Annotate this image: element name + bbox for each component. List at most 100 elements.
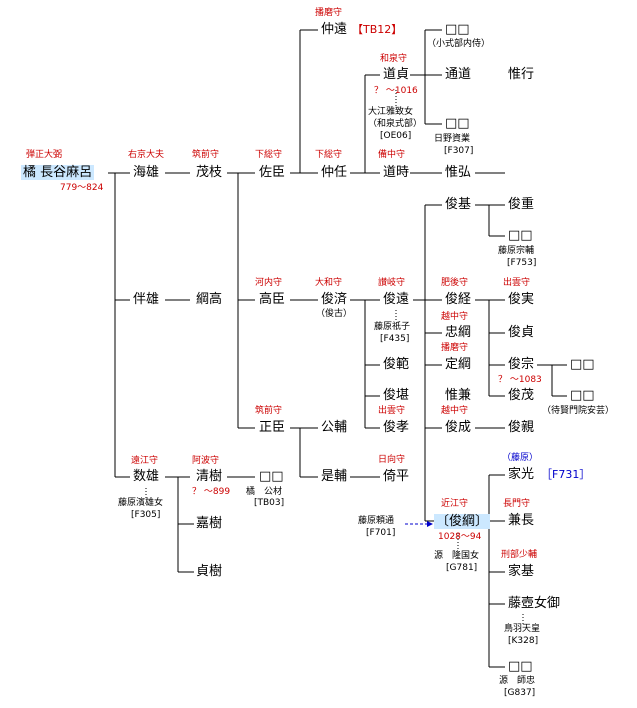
sukeomi-name: 佐臣 bbox=[259, 165, 286, 180]
toshinari-name: 俊済 bbox=[321, 292, 348, 307]
kanenaga-title: 長門守 bbox=[503, 499, 531, 509]
toshishige2-name: 俊重 bbox=[508, 197, 535, 212]
g8a-name: □□ bbox=[570, 357, 595, 372]
root-name: 橘 長谷麻呂 bbox=[21, 165, 95, 180]
kinzai-note: 橘 公材 bbox=[246, 487, 283, 497]
toshishige3-name: 俊茂 bbox=[508, 388, 535, 403]
michimichi-name: 通道 bbox=[445, 67, 472, 82]
takaomi-title: 河内守 bbox=[255, 278, 283, 288]
kaio-name: 海雄 bbox=[133, 165, 160, 180]
korekane-name: 惟兼 bbox=[445, 388, 472, 403]
toshimune-name: 俊宗 bbox=[508, 357, 535, 372]
toshitsune-title: 肥後守 bbox=[441, 278, 469, 288]
fujitsubo-spouse: 鳥羽天皇 bbox=[504, 624, 541, 634]
fujitsubo-name: 藤壺女御 bbox=[508, 596, 561, 611]
iemitsu-clan: （藤原） bbox=[502, 453, 539, 463]
toshimoto-name: 俊基 bbox=[445, 197, 472, 212]
kazuo-spouse: 藤原濱雄女 bbox=[118, 498, 164, 508]
iemitsu-name: 家光 bbox=[508, 467, 535, 482]
toshitsuna-title: 近江守 bbox=[441, 499, 469, 509]
iemoto-title: 刑部少輔 bbox=[501, 550, 538, 560]
kinsuke-name: 公輔 bbox=[321, 420, 348, 435]
toshisada-name: 俊貞 bbox=[508, 325, 535, 340]
toshizane-title: 出雲守 bbox=[503, 278, 531, 288]
iemitsu-code: ［F731］ bbox=[541, 468, 591, 481]
michisada-spouse: 大江雅致女 bbox=[368, 107, 414, 117]
kiyoki-dates: ？ ～899 bbox=[192, 487, 231, 497]
toshitsuna-mother-code: [G781] bbox=[446, 563, 478, 573]
toshishige-title: 越中守 bbox=[441, 406, 469, 416]
iemoto-name: 家基 bbox=[508, 564, 535, 579]
toshichika-name: 俊親 bbox=[508, 420, 535, 435]
toshimune-dates: ？ ～1083 bbox=[498, 375, 542, 385]
toshito-spouse: 藤原祇子 bbox=[374, 322, 411, 332]
kazuo-name: 数雄 bbox=[133, 469, 160, 484]
michisada-dates: ？ ～1016 bbox=[374, 86, 418, 96]
kiyoki-name: 清樹 bbox=[196, 469, 223, 484]
nakatoo-name: 仲遠 bbox=[321, 22, 348, 37]
toshitsuna-mother: 源 隆国女 bbox=[434, 551, 480, 561]
tsunataka-name: 綱高 bbox=[196, 292, 223, 307]
korehiro-name: 惟弘 bbox=[445, 165, 472, 180]
toshinari-alias: （俊古） bbox=[316, 309, 353, 319]
toshito-spouse-code: [F435] bbox=[380, 334, 410, 344]
toshito-title: 讃岐守 bbox=[378, 278, 406, 288]
nakato-title: 下総守 bbox=[315, 150, 343, 160]
toshinari-title: 大和守 bbox=[315, 278, 343, 288]
yorimichi-code: [F701] bbox=[366, 528, 396, 538]
toshishige-name: 俊成 bbox=[445, 420, 472, 435]
morotada-code: [G837] bbox=[504, 688, 536, 698]
tomoo-name: 伴雄 bbox=[133, 292, 160, 307]
michisada-title: 和泉守 bbox=[380, 54, 408, 64]
toshikata-name: 俊堪 bbox=[383, 388, 410, 403]
michisada-name: 道貞 bbox=[383, 67, 410, 82]
shigeeda-title: 筑前守 bbox=[192, 150, 220, 160]
sadatsuna-title: 播磨守 bbox=[441, 343, 469, 353]
g8b-name: □□ bbox=[570, 388, 595, 403]
koreyuki-name: 惟行 bbox=[508, 67, 535, 82]
toshito-name: 俊遠 bbox=[383, 292, 410, 307]
toshitaka-name: 俊孝 bbox=[383, 420, 410, 435]
g8b-note: （待賢門院安芸） bbox=[542, 406, 615, 416]
kinzai-code: [TB03] bbox=[254, 498, 285, 508]
kanenaga-name: 兼長 bbox=[508, 513, 535, 528]
sukeomi-title: 下総守 bbox=[255, 150, 283, 160]
michitoki-name: 道時 bbox=[383, 165, 410, 180]
tadatsuna-name: 忠綱 bbox=[445, 325, 472, 340]
yorimichi-note: 藤原頼通 bbox=[358, 516, 395, 526]
koresuke-name: 是輔 bbox=[321, 469, 348, 484]
yorihira-title: 日向守 bbox=[378, 455, 406, 465]
koshikibu-note: （小式部内侍） bbox=[427, 39, 491, 49]
kazuo-title: 遠江守 bbox=[131, 456, 159, 466]
nakatoo-title: 播磨守 bbox=[315, 8, 343, 18]
kiyoki-title: 阿波守 bbox=[192, 456, 220, 466]
root-title: 弾正大弼 bbox=[26, 150, 63, 160]
toshitsuna-dates: 1028～94 bbox=[438, 532, 482, 542]
sadatsuna-name: 定綱 bbox=[445, 357, 472, 372]
muneho-note: 藤原宗輔 bbox=[498, 246, 535, 256]
yorihira-name: 倚平 bbox=[383, 469, 410, 484]
sadaki-name: 貞樹 bbox=[196, 564, 223, 579]
hino-code: [F307] bbox=[444, 146, 474, 156]
toshizane-name: 俊実 bbox=[508, 292, 535, 307]
muneho-code: [F753] bbox=[507, 258, 537, 268]
takaomi-name: 高臣 bbox=[259, 292, 286, 307]
michisada-spouse-alias: （和泉式部） bbox=[368, 119, 423, 129]
kaki-name: 嘉樹 bbox=[196, 516, 223, 531]
nakato-name: 仲任 bbox=[321, 165, 348, 180]
root-dates: 779～824 bbox=[60, 183, 104, 193]
tadatsuna-title: 越中守 bbox=[441, 312, 469, 322]
shigeeda-name: 茂枝 bbox=[196, 165, 223, 180]
morotada-name: □□ bbox=[508, 659, 533, 674]
muneho-name: □□ bbox=[508, 228, 533, 243]
kaio-title: 右京大夫 bbox=[128, 150, 165, 160]
toshitsune-name: 俊経 bbox=[445, 292, 472, 307]
morotada-note: 源 師忠 bbox=[499, 676, 536, 686]
michisada-spouse-code: [OE06] bbox=[380, 131, 412, 141]
toshitsuna-name: 〔俊綱〕 bbox=[434, 514, 491, 529]
hino-note: 日野資業 bbox=[434, 134, 471, 144]
fujitsubo-spouse-code: [K328] bbox=[508, 636, 539, 646]
michitoki-title: 備中守 bbox=[378, 150, 406, 160]
nakatoo-code: 【TB12】 bbox=[352, 23, 403, 36]
